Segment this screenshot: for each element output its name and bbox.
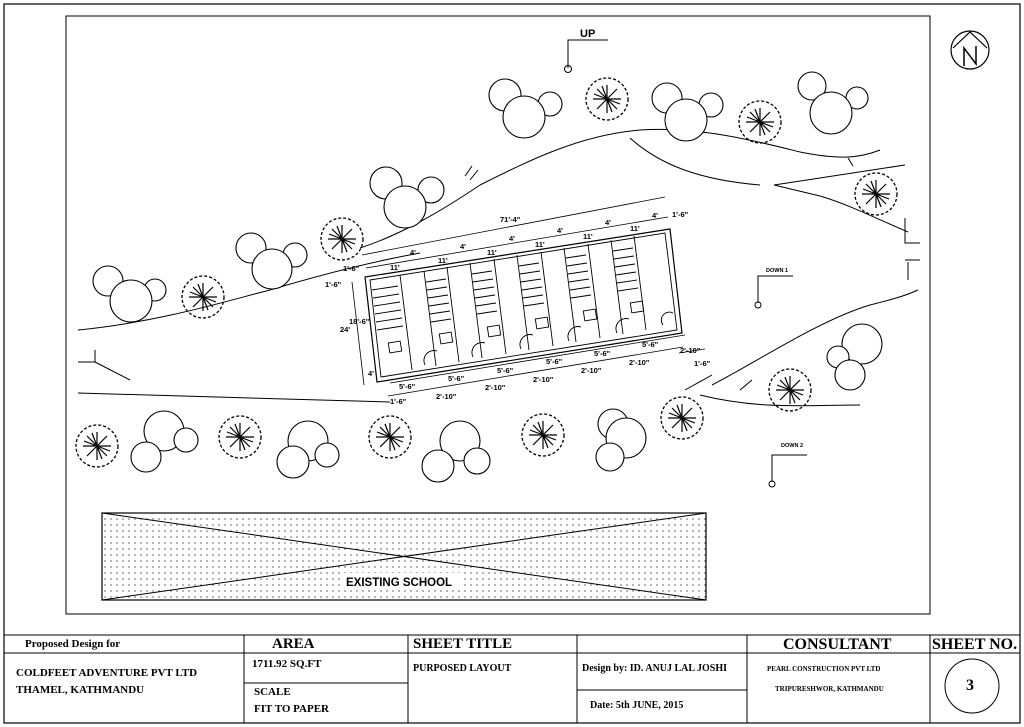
down-2-marker: DOWN 2 (768, 443, 807, 488)
dim-front-width: 5'-6" (497, 366, 514, 375)
outer-border (3, 3, 1021, 724)
shrub-cluster-icon (276, 420, 340, 479)
north-arrow-icon (950, 30, 990, 70)
shrub-cluster-icon (797, 71, 869, 135)
proposed-for-header: Proposed Design for (25, 638, 121, 650)
scale-label: SCALE (254, 686, 291, 698)
tree-symbol-icon (585, 77, 629, 121)
dim-front-width: 5'-6" (448, 374, 465, 383)
dim-overall-length: 71'-4" (500, 215, 521, 224)
dim-gap-width: 4' (410, 248, 416, 257)
dim-gap-width: 4' (509, 234, 515, 243)
existing-school: EXISTING SCHOOL (101, 512, 707, 601)
dim-left-top: 1'-6" (325, 280, 342, 289)
existing-school-label: EXISTING SCHOOL (346, 577, 452, 589)
dim-end-left-top: 1'-6" (343, 264, 360, 273)
dim-module-width: 11' (583, 232, 593, 241)
shrub-clusters (92, 71, 883, 483)
dimension-labels: 71'-4" 1'-6" 1'-6" 1'-6" 24' 18'-6" 4' 1… (325, 210, 711, 406)
consultant-header: CONSULTANT (783, 636, 892, 653)
sheet-title-value: PURPOSED LAYOUT (413, 663, 512, 674)
dim-module-width: 11' (390, 263, 400, 272)
scale-value: FIT TO PAPER (254, 703, 329, 715)
down-1-marker: DOWN 1 (754, 268, 793, 309)
dim-bottom-right-b: 2'-10" (680, 346, 701, 355)
dim-gap-width: 4' (557, 226, 563, 235)
dim-front-gap: 2'-10" (485, 383, 506, 392)
sheet-title-header: SHEET TITLE (413, 636, 513, 652)
down-1-label: DOWN 1 (766, 268, 788, 274)
date: Date: 5th JUNE, 2015 (590, 700, 684, 711)
tree-symbol-icon (368, 415, 412, 459)
tree-symbol-icon (320, 217, 364, 261)
dim-bottom-right-end: 1'-6" (694, 359, 711, 368)
tree-symbol-icon (854, 172, 898, 216)
title-block-grid (4, 634, 1020, 723)
client-location: THAMEL, KATHMANDU (16, 684, 145, 696)
up-marker: UP (564, 28, 608, 73)
dim-left-bottom: 4' (368, 369, 374, 378)
tree-symbols (75, 77, 898, 468)
dim-gap-width: 4' (460, 242, 466, 251)
dim-module-width: 11' (438, 256, 448, 265)
shrub-cluster-icon (92, 265, 167, 323)
shrub-cluster-icon (595, 408, 647, 472)
dim-gap-width: 4' (605, 218, 611, 227)
dim-front-gap: 2'-10" (533, 375, 554, 384)
dim-end-right-top: 1'-6" (672, 210, 689, 219)
tree-symbol-icon (660, 396, 704, 440)
shrub-cluster-icon (826, 323, 883, 391)
dim-gap-width: 4' (652, 211, 658, 220)
tree-symbol-icon (521, 413, 565, 457)
dim-left-depth: 24' (340, 325, 350, 334)
shrub-cluster-icon (651, 82, 724, 142)
dimension-lines (351, 196, 706, 397)
dim-module-width: 11' (487, 248, 497, 257)
shrub-cluster-icon (130, 410, 199, 473)
sheet-no-header: SHEET NO. (932, 636, 1018, 653)
dim-front-gap: 2'-10" (581, 366, 602, 375)
dim-front-gap: 2'-10" (436, 392, 457, 401)
consultant-location: TRIPURESHWOR, KATHMANDU (775, 685, 884, 693)
designer: Design by: ID. ANUJ LAL JOSHI (582, 663, 728, 674)
sheet-no-value: 3 (966, 677, 974, 694)
dim-front-width: 5'-6" (642, 340, 659, 349)
tree-symbol-icon (768, 368, 812, 412)
area-value: 1711.92 SQ.FT (252, 658, 322, 670)
consultant-name: PEARL CONSTRUCTION PVT LTD (767, 665, 881, 673)
dim-front-width: 5'-6" (399, 382, 416, 391)
tree-symbol-icon (181, 275, 225, 319)
parking-block (364, 228, 683, 383)
client-name: COLDFEET ADVENTURE PVT LTD (16, 667, 198, 679)
dim-module-width: 11' (535, 240, 545, 249)
up-label: UP (580, 28, 595, 40)
drawing-frame (65, 15, 931, 615)
shrub-cluster-icon (369, 166, 445, 229)
shrub-cluster-icon (488, 78, 563, 139)
dim-front-width: 5'-6" (594, 349, 611, 358)
dim-bottom-left-end: 1'-6" (390, 397, 407, 406)
dim-front-width: 5'-6" (546, 357, 563, 366)
tree-symbol-icon (738, 100, 782, 144)
dim-left-inner-depth: 18'-6" (349, 317, 370, 326)
dim-module-width: 11' (630, 224, 640, 233)
shrub-cluster-icon (235, 232, 308, 290)
down-2-label: DOWN 2 (781, 443, 803, 449)
area-header: AREA (272, 636, 315, 652)
tree-symbol-icon (218, 415, 262, 459)
shrub-cluster-icon (421, 420, 491, 483)
road-outline (77, 128, 920, 407)
tree-symbol-icon (75, 424, 119, 468)
dim-front-gap: 2'-10" (629, 358, 650, 367)
